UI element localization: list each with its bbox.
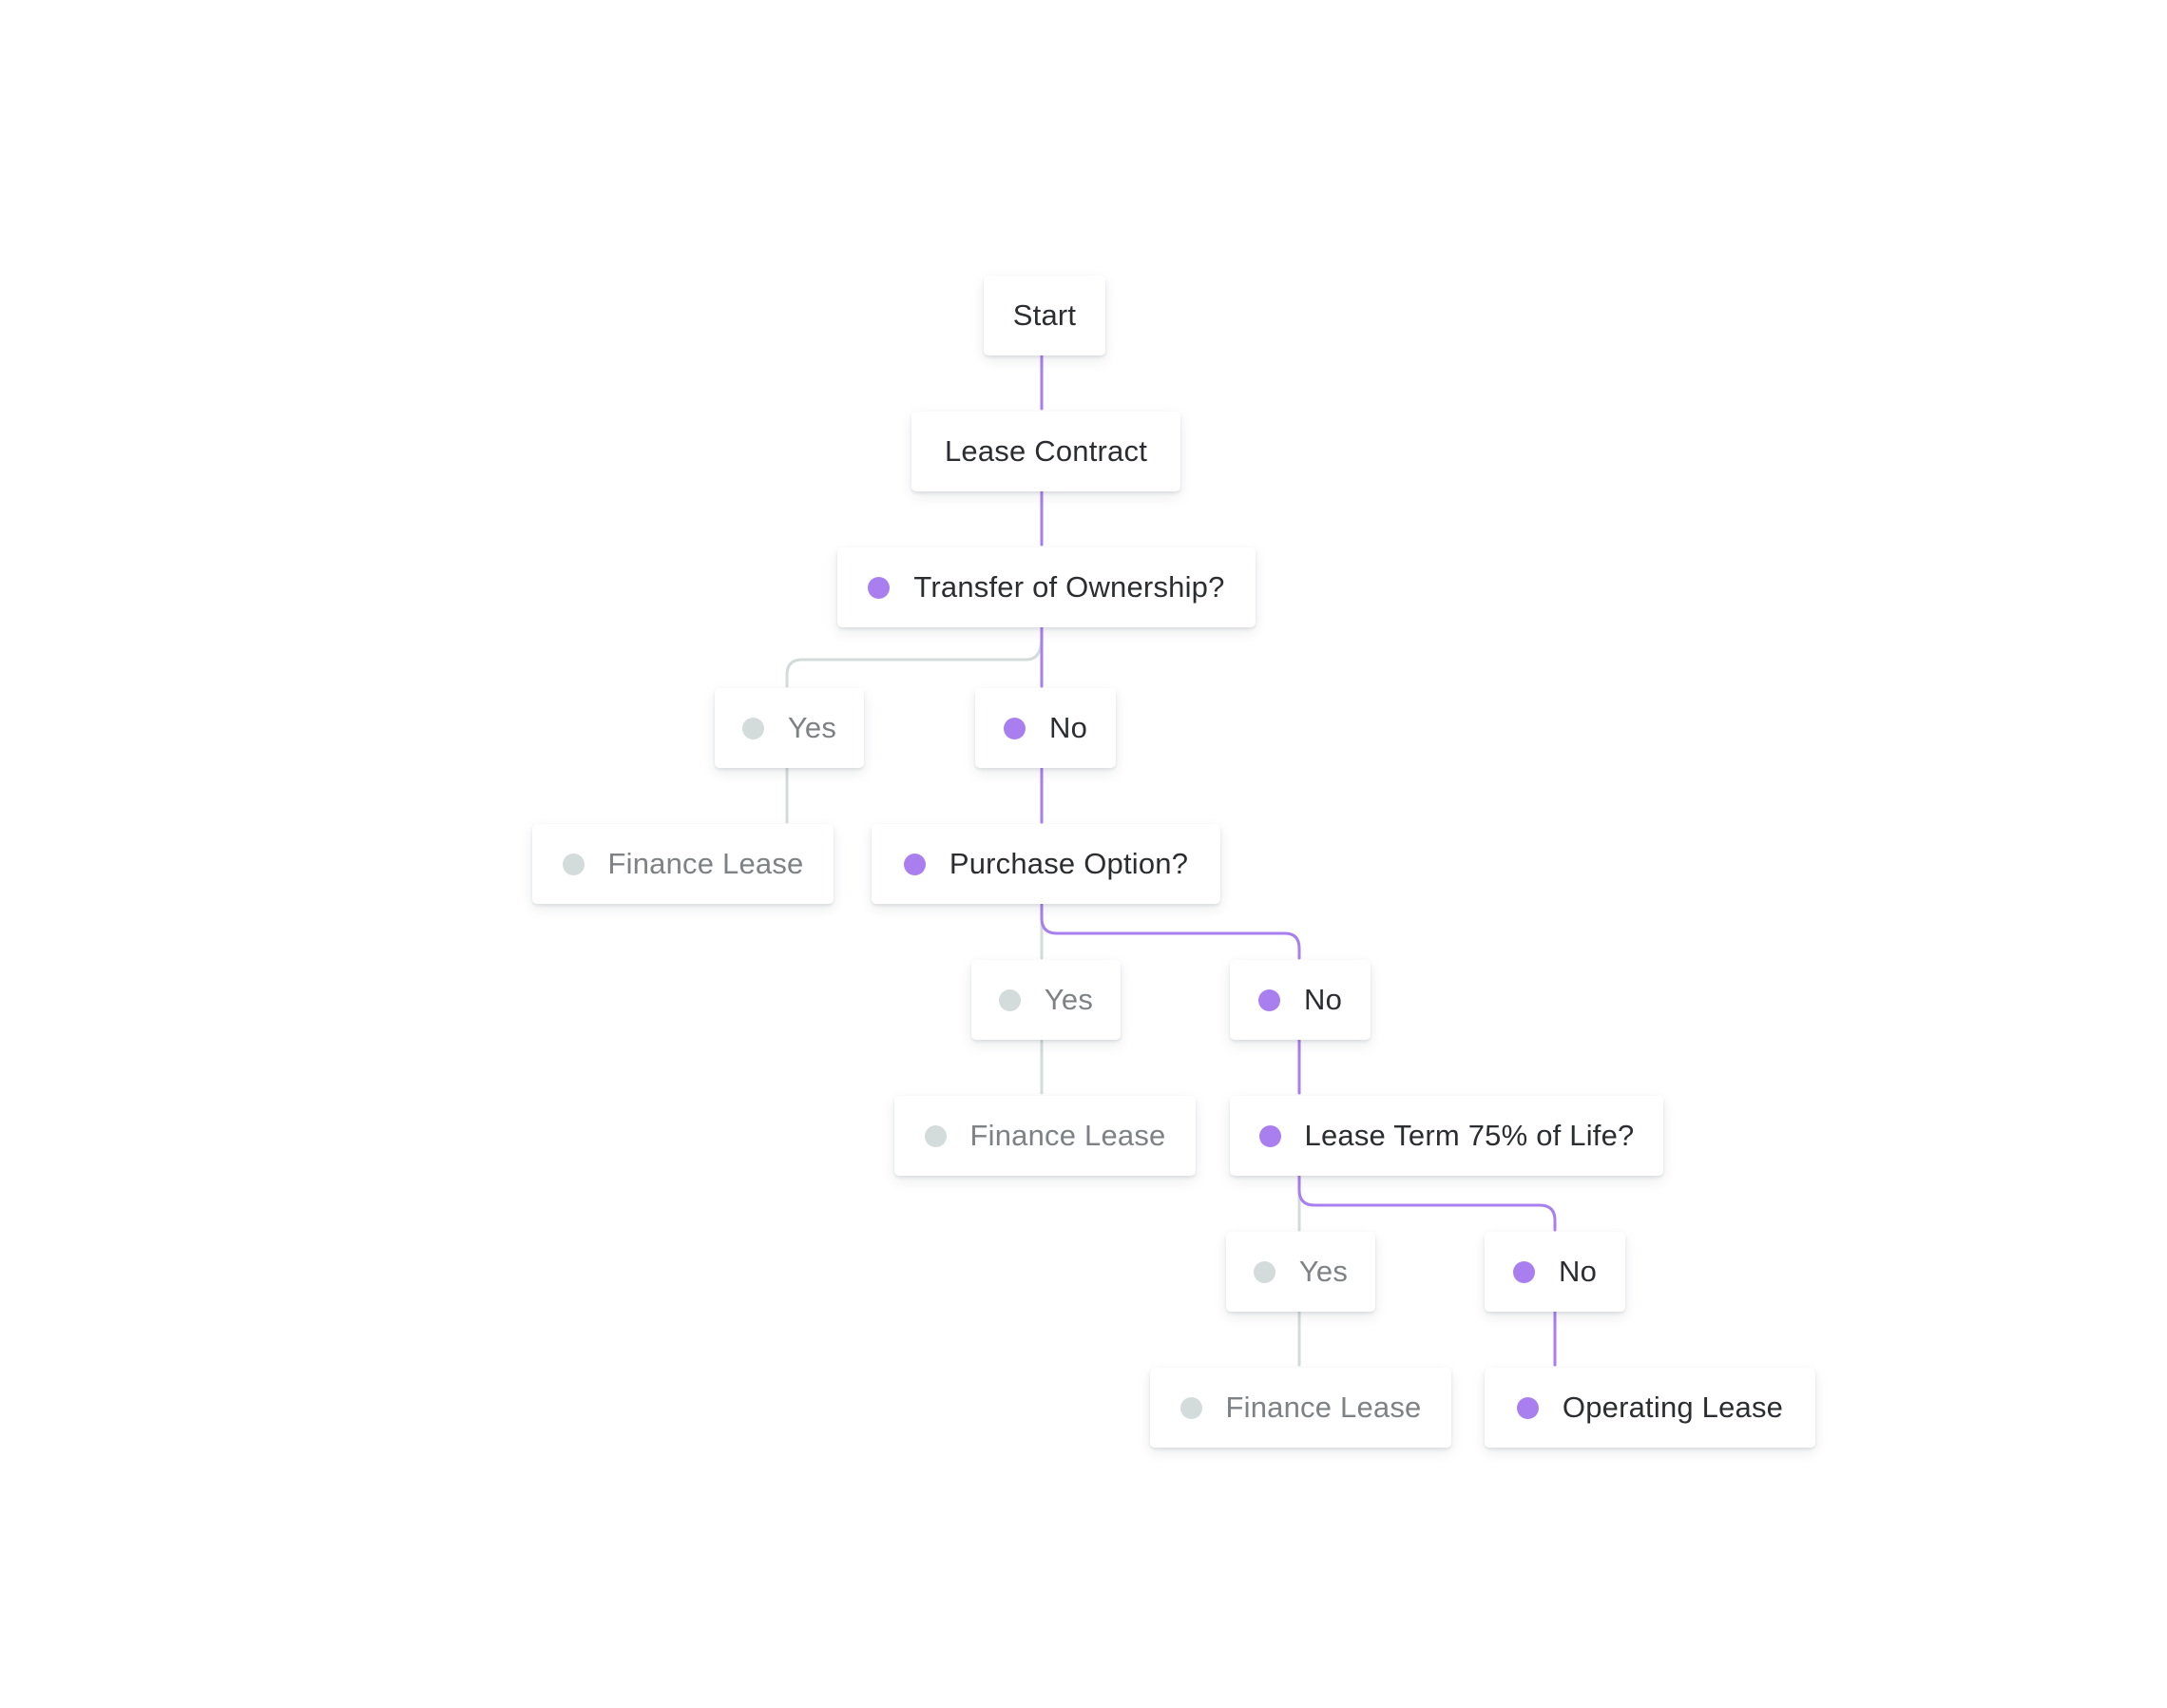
- start-node: Start: [984, 276, 1105, 355]
- term-yes-node: Yes: [1226, 1232, 1375, 1312]
- lease-term-node: Lease Term 75% of Life?: [1230, 1096, 1663, 1176]
- purchase-yes-label: Yes: [1044, 983, 1094, 1016]
- term-no-label: No: [1558, 1255, 1598, 1288]
- purchase-option-node: Purchase Option?: [872, 824, 1220, 904]
- purchase-option-label: Purchase Option?: [949, 847, 1189, 880]
- term-yes-finance-lease-node: Finance Lease: [1150, 1368, 1451, 1448]
- active-dot-icon: [1516, 1396, 1539, 1419]
- muted-dot-icon: [562, 853, 585, 875]
- connector-purchase-no: [1040, 903, 1301, 960]
- operating-lease-node: Operating Lease: [1485, 1368, 1815, 1448]
- start-node-label: Start: [1012, 298, 1077, 332]
- connector-ownership-yes: [785, 635, 1044, 688]
- transfer-of-ownership-label: Transfer of Ownership?: [913, 570, 1225, 604]
- connector-term-no: [1297, 1175, 1557, 1232]
- ownership-yes-finance-lease-node: Finance Lease: [532, 824, 834, 904]
- muted-dot-icon: [924, 1124, 947, 1147]
- ownership-no-node: No: [975, 688, 1116, 768]
- purchase-no-label: No: [1303, 983, 1343, 1016]
- term-no-node: No: [1485, 1232, 1625, 1312]
- lease-contract-node: Lease Contract: [911, 412, 1180, 491]
- ownership-yes-node: Yes: [715, 688, 864, 768]
- active-dot-icon: [1258, 1124, 1281, 1147]
- active-dot-icon: [868, 576, 891, 599]
- active-dot-icon: [1512, 1260, 1535, 1283]
- muted-dot-icon: [1179, 1396, 1202, 1419]
- active-dot-icon: [903, 853, 926, 875]
- ownership-no-label: No: [1048, 711, 1088, 744]
- active-dot-icon: [1257, 988, 1280, 1011]
- purchase-yes-finance-lease-node: Finance Lease: [894, 1096, 1196, 1176]
- lease-contract-label: Lease Contract: [944, 434, 1148, 468]
- muted-dot-icon: [1253, 1260, 1275, 1283]
- transfer-of-ownership-node: Transfer of Ownership?: [837, 547, 1256, 627]
- purchase-yes-result-label: Finance Lease: [969, 1119, 1166, 1152]
- operating-lease-label: Operating Lease: [1562, 1391, 1784, 1424]
- purchase-no-node: No: [1230, 960, 1371, 1040]
- active-dot-icon: [1003, 717, 1026, 739]
- lease-term-label: Lease Term 75% of Life?: [1304, 1119, 1635, 1152]
- purchase-yes-node: Yes: [971, 960, 1121, 1040]
- term-yes-result-label: Finance Lease: [1225, 1391, 1422, 1424]
- muted-dot-icon: [741, 717, 764, 739]
- muted-dot-icon: [998, 988, 1021, 1011]
- ownership-yes-label: Yes: [787, 711, 837, 744]
- term-yes-label: Yes: [1298, 1255, 1349, 1288]
- ownership-yes-result-label: Finance Lease: [607, 847, 804, 880]
